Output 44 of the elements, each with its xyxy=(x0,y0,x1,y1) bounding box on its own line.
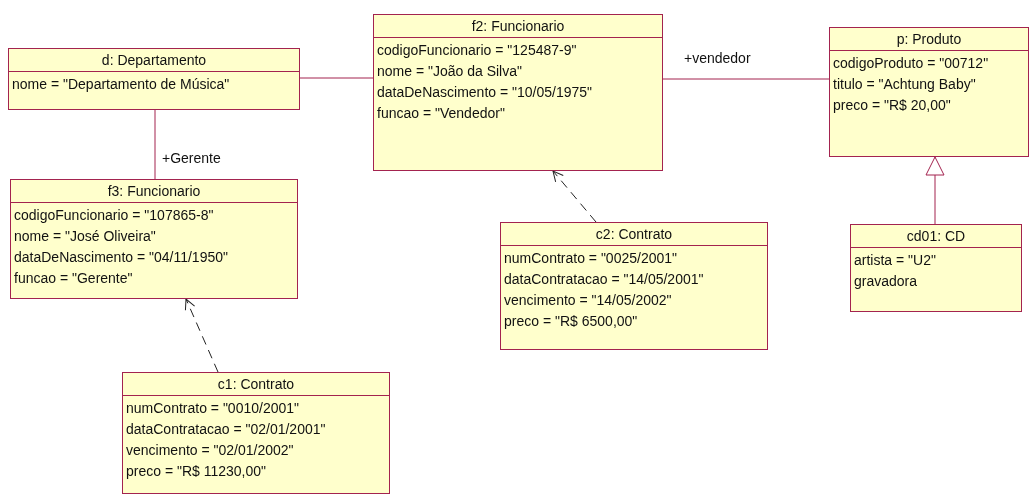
object-name: f3: Funcionario xyxy=(11,180,297,203)
generalization-arrow xyxy=(925,156,945,225)
attribute-value: vencimento = "02/01/2002" xyxy=(126,441,294,460)
attribute-value: artista = "U2" xyxy=(854,251,936,270)
attribute-value: nome = "Departamento de Música" xyxy=(12,75,230,94)
object-name: p: Produto xyxy=(830,28,1028,51)
attribute-value: dataContratacao = "02/01/2001" xyxy=(126,420,326,439)
object-box xyxy=(500,222,768,350)
attribute-value: dataDeNascimento = "10/05/1975" xyxy=(377,83,593,102)
attribute-value: preco = "R$ 6500,00" xyxy=(504,312,638,331)
attribute-value: titulo = "Achtung Baby" xyxy=(833,75,976,94)
role-label: +vendedor xyxy=(683,50,752,66)
dependency-arrow xyxy=(184,298,219,373)
attribute-value: nome = "José Oliveira" xyxy=(14,227,156,246)
association-line xyxy=(662,78,830,80)
attribute-value: gravadora xyxy=(854,272,918,291)
attribute-value: codigoFuncionario = "125487-9" xyxy=(377,41,577,60)
association-line xyxy=(299,77,374,79)
attribute-value: dataDeNascimento = "04/11/1950" xyxy=(14,248,228,267)
attribute-value: codigoProduto = "00712" xyxy=(833,54,989,73)
attribute-value: codigoFuncionario = "107865-8" xyxy=(14,206,214,225)
object-name: c1: Contrato xyxy=(123,373,389,396)
object-box xyxy=(829,27,1029,157)
attribute-value: funcao = "Vendedor" xyxy=(377,104,505,123)
association-line xyxy=(154,109,156,180)
object-name: d: Departamento xyxy=(9,49,299,72)
object-box xyxy=(10,179,298,299)
dependency-arrow xyxy=(552,170,597,223)
object-box xyxy=(122,372,390,494)
object-box xyxy=(373,14,663,171)
object-name: cd01: CD xyxy=(851,225,1021,248)
object-box xyxy=(8,48,300,110)
attribute-value: preco = "R$ 11230,00" xyxy=(126,462,267,481)
attribute-value: nome = "João da Silva" xyxy=(377,62,522,81)
object-name: c2: Contrato xyxy=(501,223,767,246)
attribute-value: numContrato = "0010/2001" xyxy=(126,399,299,418)
attribute-value: numContrato = "0025/2001" xyxy=(504,249,677,268)
object-name: f2: Funcionario xyxy=(374,15,662,38)
attribute-value: vencimento = "14/05/2002" xyxy=(504,291,672,310)
attribute-value: dataContratacao = "14/05/2001" xyxy=(504,270,704,289)
role-label: +Gerente xyxy=(161,150,222,166)
attribute-value: funcao = "Gerente" xyxy=(14,269,133,288)
object-box xyxy=(850,224,1022,312)
attribute-value: preco = "R$ 20,00" xyxy=(833,96,951,115)
